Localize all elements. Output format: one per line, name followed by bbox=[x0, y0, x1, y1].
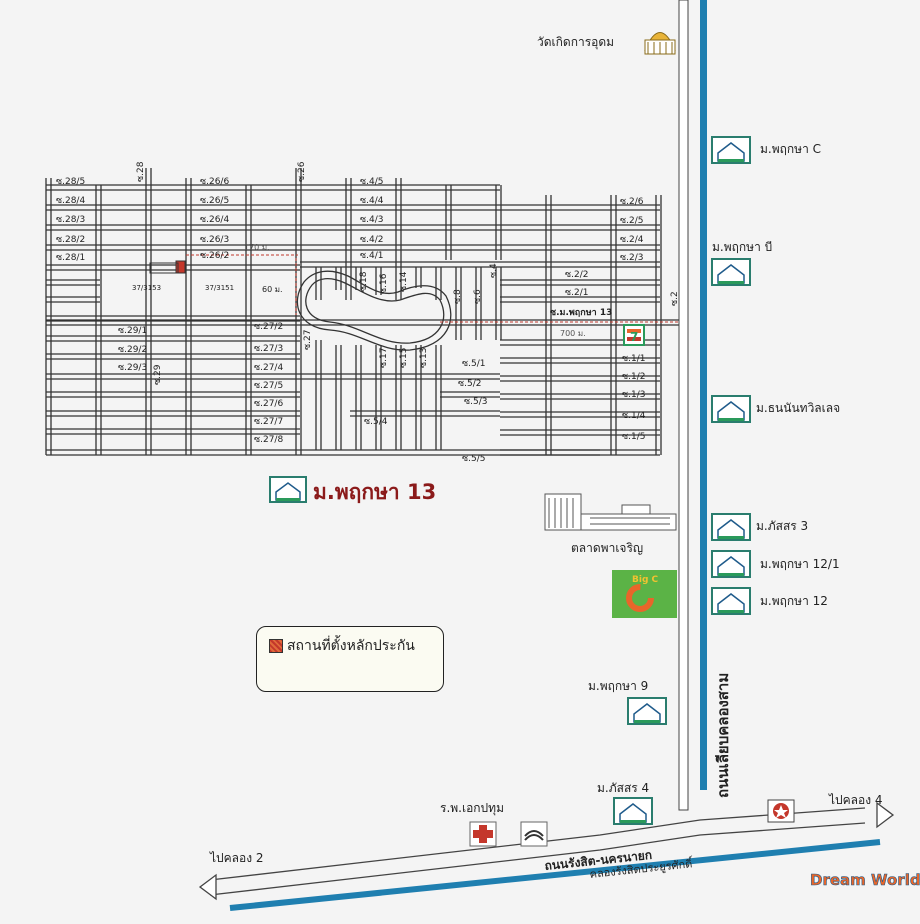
soi-5-5: ซ.5/5 bbox=[462, 454, 485, 464]
soi-2-2: ซ.2/2 bbox=[565, 270, 588, 280]
soi-26-5: ซ.26/5 bbox=[200, 196, 229, 206]
village-pruksa-c: ม.พฤกษา C bbox=[760, 142, 821, 156]
gas-station-icon bbox=[767, 799, 795, 823]
soi-26-2: ซ.26/2 bbox=[200, 251, 229, 261]
soi-26-3: ซ.26/3 bbox=[200, 235, 229, 245]
soi-4-3: ซ.4/3 bbox=[360, 215, 383, 225]
legend-box: สถานที่ตั้งหลักประกัน bbox=[256, 626, 444, 692]
vsoi-17: ซ.17 bbox=[379, 348, 389, 368]
soi-29-1: ซ.29/1 bbox=[118, 326, 147, 336]
vsoi-16: ซ.16 bbox=[379, 273, 389, 294]
to-klong-4: ไปคลอง 4 bbox=[828, 793, 883, 807]
soi-5-2: ซ.5/2 bbox=[458, 379, 481, 389]
bigc-label: Big C bbox=[632, 575, 659, 585]
soi-4-2: ซ.4/2 bbox=[360, 235, 383, 245]
soi-1-5: ซ.1/5 bbox=[622, 432, 645, 442]
house-icons bbox=[269, 136, 751, 825]
soi-27-6: ซ.27/6 bbox=[254, 399, 283, 409]
distance-700: 700 ม. bbox=[560, 329, 586, 338]
soi-5-3: ซ.5/3 bbox=[464, 397, 487, 407]
vsoi-26: ซ.26 bbox=[297, 161, 307, 182]
soi-28-3: ซ.28/3 bbox=[56, 215, 85, 225]
soi-27-2: ซ.27/2 bbox=[254, 322, 283, 332]
vsoi-14: ซ.14 bbox=[399, 271, 409, 292]
distance-60: 60 ม. bbox=[262, 285, 283, 294]
temple-icon bbox=[644, 32, 676, 55]
collateral-marker[interactable] bbox=[175, 260, 186, 274]
village-main-label: ม.พฤกษา 13 bbox=[313, 480, 436, 504]
soi-2-1: ซ.2/1 bbox=[565, 288, 588, 298]
soi-5-4: ซ.5/4 bbox=[364, 417, 388, 427]
vsoi-6: ซ.6 bbox=[473, 289, 483, 304]
soi-1-1: ซ.1/1 bbox=[622, 354, 645, 364]
svg-text:Dream World: Dream World bbox=[810, 871, 920, 889]
soi-1-3: ซ.1/3 bbox=[622, 390, 645, 400]
legend-swatch bbox=[269, 639, 283, 653]
soi-2-6: ซ.2/6 bbox=[620, 197, 644, 207]
soi-5-1: ซ.5/1 bbox=[462, 359, 485, 369]
market-label: ตลาดพาเจริญ bbox=[571, 541, 643, 555]
distance-markers bbox=[186, 254, 685, 323]
soi-2-5: ซ.2/5 bbox=[620, 216, 643, 226]
vsoi-8: ซ.8 bbox=[453, 289, 463, 304]
soi-main: ซ.ม.พฤกษา 13 bbox=[550, 308, 612, 318]
soi-27-4: ซ.27/4 bbox=[254, 363, 283, 373]
vsoi-4: ซ.4 bbox=[489, 263, 499, 278]
soi-29-3: ซ.29/3 bbox=[118, 363, 147, 373]
vsoi-18: ซ.18 bbox=[359, 271, 369, 292]
soi-28-5: ซ.28/5 bbox=[56, 177, 85, 187]
soi-26-6: ซ.26/6 bbox=[200, 177, 229, 187]
soi-27-7: ซ.27/7 bbox=[254, 417, 283, 427]
road-khlong-sam: ถนนเลียบคลองสาม bbox=[714, 673, 732, 798]
soi-2-4: ซ.2/4 bbox=[620, 235, 644, 245]
village-thananan: ม.ธนนันทวิลเลจ bbox=[756, 401, 840, 415]
soi-27-8: ซ.27/8 bbox=[254, 435, 283, 445]
temple-label: วัดเกิดการอุดม bbox=[537, 35, 614, 50]
soi-1-2: ซ.1/2 bbox=[622, 372, 645, 382]
soi-28-2: ซ.28/2 bbox=[56, 235, 85, 245]
vsoi-28: ซ.28 bbox=[136, 161, 146, 182]
soi-4-5: ซ.4/5 bbox=[360, 177, 383, 187]
soi-28-4: ซ.28/4 bbox=[56, 196, 85, 206]
plot-building bbox=[149, 262, 179, 274]
legend-label: สถานที่ตั้งหลักประกัน bbox=[287, 638, 415, 654]
vsoi-15: ซ.15 bbox=[399, 348, 409, 368]
hospital-icon bbox=[469, 821, 497, 847]
plot-37-3151: 37/3151 bbox=[205, 284, 234, 292]
bigc-icon: Big C bbox=[612, 570, 677, 618]
vsoi-27: ซ.27 bbox=[303, 330, 313, 350]
village-pruksa-12-1: ม.พฤกษา 12/1 bbox=[760, 557, 840, 571]
soi-28-1: ซ.28/1 bbox=[56, 253, 85, 263]
street-grid bbox=[45, 168, 680, 456]
dreamworld-logo: Dream World bbox=[810, 871, 920, 890]
soi-27-5: ซ.27/5 bbox=[254, 381, 283, 391]
soi-2-3: ซ.2/3 bbox=[620, 253, 643, 263]
soi-26-4: ซ.26/4 bbox=[200, 215, 229, 225]
hospital-logo-icon bbox=[520, 821, 548, 847]
vsoi-13: ซ.13 bbox=[419, 348, 429, 368]
village-pruksa-12: ม.พฤกษา 12 bbox=[760, 594, 828, 608]
soi-29-2: ซ.29/2 bbox=[118, 345, 147, 355]
vsoi-29: ซ.29 bbox=[153, 364, 163, 385]
seven-eleven-icon: 7 bbox=[623, 324, 645, 346]
hospital-label: ร.พ.เอกปทุม bbox=[440, 801, 504, 816]
soi-4-1: ซ.4/1 bbox=[360, 251, 383, 261]
svg-text:7: 7 bbox=[630, 330, 638, 344]
soi-1-4: ซ.1/4 bbox=[622, 411, 646, 421]
village-passorn-4: ม.ภัสสร 4 bbox=[597, 781, 649, 795]
soi-27-3: ซ.27/3 bbox=[254, 344, 283, 354]
street-labels: ซ.28/5 ซ.28/4 ซ.28/3 ซ.28/2 ซ.28/1 ซ.26/… bbox=[56, 161, 680, 464]
soi-4-4: ซ.4/4 bbox=[360, 196, 384, 206]
plot-37-3153: 37/3153 bbox=[132, 284, 161, 292]
to-klong-2: ไปคลอง 2 bbox=[209, 851, 264, 865]
village-passorn-3: ม.ภัสสร 3 bbox=[756, 519, 808, 533]
vsoi-2: ซ.2 bbox=[670, 291, 680, 306]
village-pruksa-b: ม.พฤกษา บี bbox=[712, 240, 772, 254]
village-pruksa-9: ม.พฤกษา 9 bbox=[588, 679, 648, 693]
market-icon bbox=[544, 493, 677, 531]
distance-170: 170 ม. bbox=[244, 243, 270, 252]
